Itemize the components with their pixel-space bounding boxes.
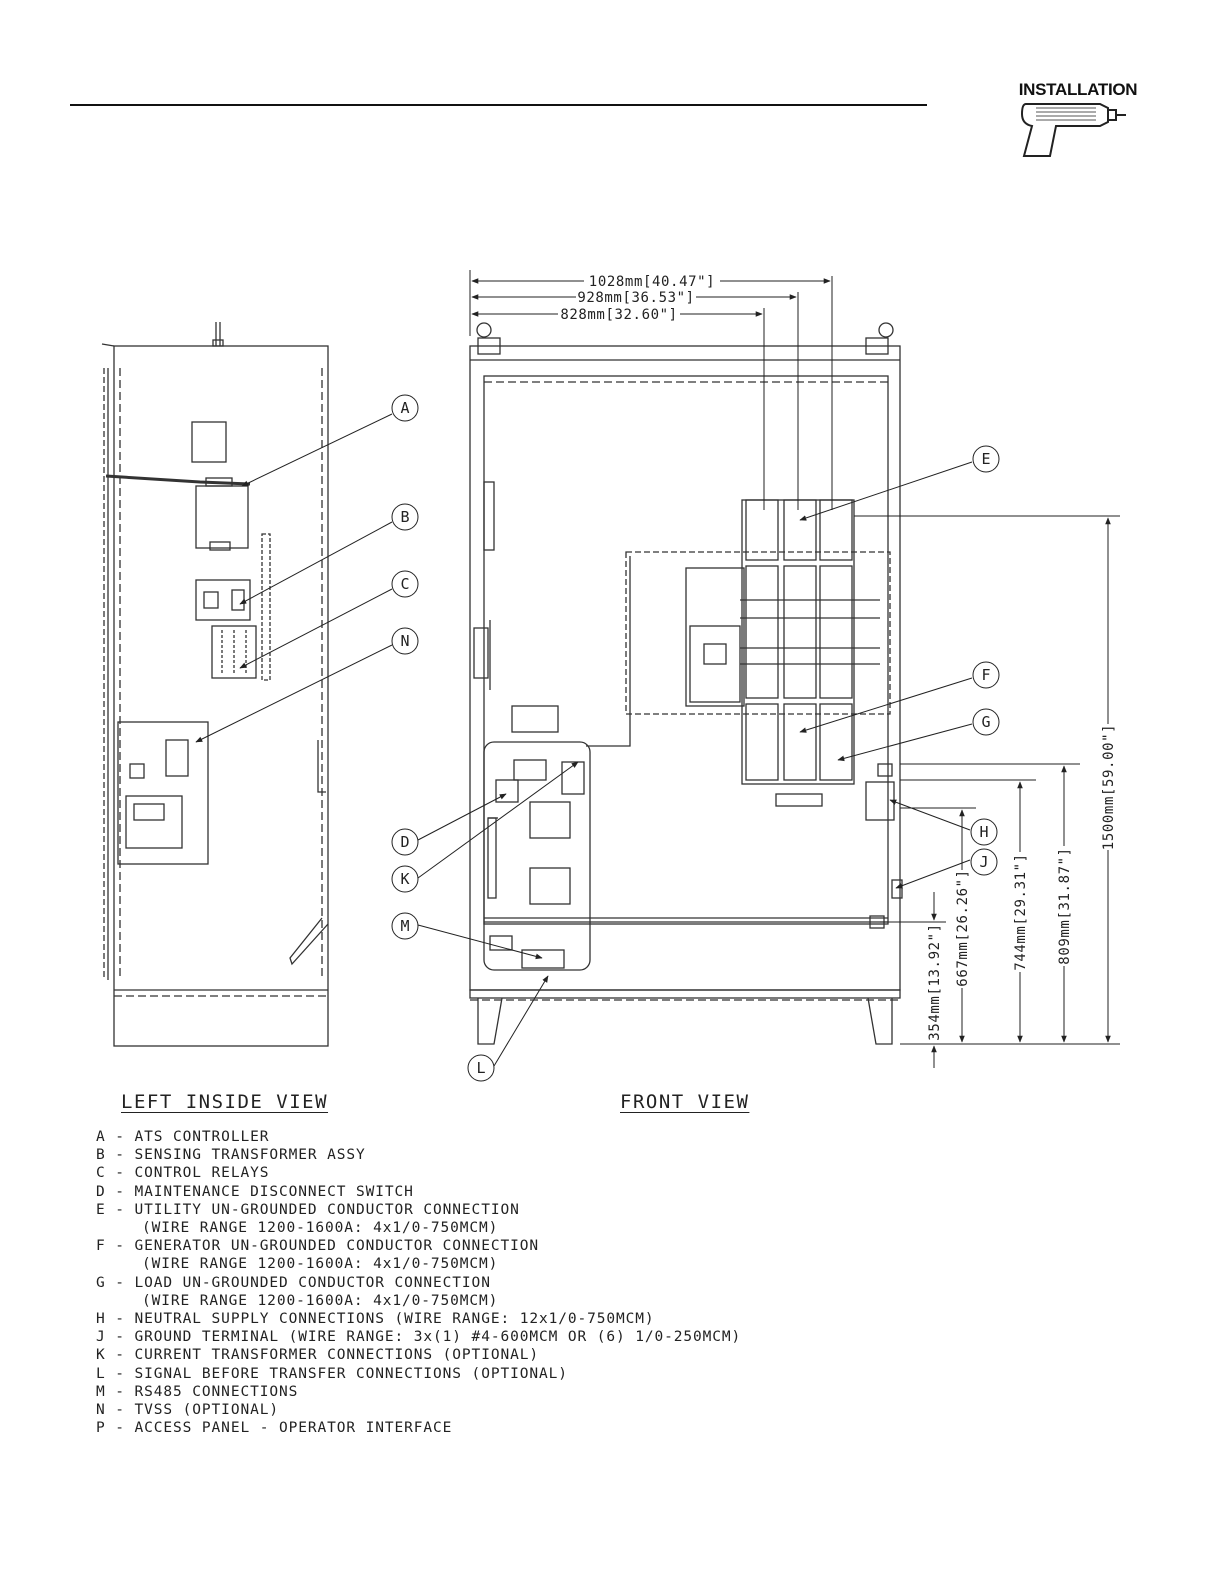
- legend-item-g: G - LOAD UN-GROUNDED CONDUCTOR CONNECTIO…: [96, 1274, 491, 1291]
- legend-item-l: L - SIGNAL BEFORE TRANSFER CONNECTIONS (…: [96, 1365, 568, 1382]
- left-view-title: LEFT INSIDE VIEW: [121, 1091, 329, 1113]
- dimension-lines: [469, 270, 1120, 1068]
- legend-item-e: E - UTILITY UN-GROUNDED CONDUCTOR CONNEC…: [96, 1201, 520, 1218]
- dim-height-744: 744mm[29.31"]: [1013, 853, 1029, 970]
- left-inside-view: [101, 322, 329, 1047]
- legend-item-g-wire-range: (WIRE RANGE 1200-1600A: 4x1/0-750MCM): [142, 1292, 499, 1309]
- callout-c: C: [391, 570, 419, 598]
- legend-item-m: M - RS485 CONNECTIONS: [96, 1383, 299, 1400]
- legend-item-e-wire-range: (WIRE RANGE 1200-1600A: 4x1/0-750MCM): [142, 1220, 499, 1237]
- callout-g: G: [972, 708, 1000, 736]
- callout-e: E: [972, 445, 1000, 473]
- svg-text:F: F: [981, 666, 990, 684]
- drill-icon: [1020, 103, 1126, 157]
- dim-height-809: 809mm[31.87"]: [1057, 847, 1073, 964]
- section-tag: INSTALLATION: [1018, 80, 1138, 99]
- dim-width-828: 828mm[32.60"]: [560, 307, 677, 323]
- svg-text:L: L: [476, 1059, 485, 1077]
- legend-item-j: J - GROUND TERMINAL (WIRE RANGE: 3x(1) #…: [96, 1329, 742, 1346]
- legend-item-f-wire-range: (WIRE RANGE 1200-1600A: 4x1/0-750MCM): [142, 1256, 499, 1273]
- svg-text:H: H: [979, 823, 988, 841]
- callout-leaders: [195, 413, 973, 1067]
- callout-n: N: [391, 627, 419, 655]
- callout-j: J: [970, 848, 998, 876]
- front-view-title: FRONT VIEW: [620, 1091, 750, 1113]
- svg-text:D: D: [400, 833, 409, 851]
- callout-h: H: [970, 818, 998, 846]
- callout-bubbles: A B C N E F G H J D K M L: [391, 394, 1000, 1082]
- front-view: [469, 322, 903, 1045]
- svg-text:B: B: [400, 508, 409, 526]
- callout-d: D: [391, 828, 419, 856]
- dim-height-667: 667mm[26.26"]: [955, 869, 971, 986]
- legend-item-d: D - MAINTENANCE DISCONNECT SWITCH: [96, 1183, 414, 1200]
- legend-item-a: A - ATS CONTROLLER: [96, 1129, 270, 1145]
- svg-text:E: E: [981, 450, 990, 468]
- svg-text:G: G: [981, 713, 990, 731]
- legend-item-n: N - TVSS (OPTIONAL): [96, 1402, 279, 1419]
- legend-item-c: C - CONTROL RELAYS: [96, 1165, 270, 1182]
- callout-l: L: [467, 1054, 495, 1082]
- legend-item-k: K - CURRENT TRANSFORMER CONNECTIONS (OPT…: [96, 1347, 539, 1364]
- dim-width-1028: 1028mm[40.47"]: [589, 274, 715, 290]
- component-legend: A - ATS CONTROLLER B - SENSING TRANSFORM…: [96, 1128, 741, 1437]
- dimension-labels: 1028mm[40.47"] 928mm[36.53"] 828mm[32.60…: [560, 274, 1117, 1041]
- legend-item-p: P - ACCESS PANEL - OPERATOR INTERFACE: [96, 1420, 453, 1437]
- legend-item-b: B - SENSING TRANSFORMER ASSY: [96, 1147, 366, 1164]
- callout-b: B: [391, 503, 419, 531]
- svg-text:J: J: [979, 853, 988, 871]
- header-rule: [70, 104, 927, 106]
- svg-text:M: M: [400, 917, 409, 935]
- svg-text:C: C: [400, 575, 409, 593]
- dim-width-928: 928mm[36.53"]: [577, 290, 694, 306]
- callout-m: M: [391, 912, 419, 940]
- svg-text:K: K: [400, 870, 409, 888]
- callout-f: F: [972, 661, 1000, 689]
- dim-height-354: 354mm[13.92"]: [927, 923, 943, 1040]
- svg-text:A: A: [400, 399, 409, 417]
- legend-item-f: F - GENERATOR UN-GROUNDED CONDUCTOR CONN…: [96, 1238, 539, 1255]
- dim-height-1500: 1500mm[59.00"]: [1101, 724, 1117, 850]
- svg-text:N: N: [400, 632, 409, 650]
- callout-k: K: [391, 865, 419, 893]
- legend-item-h: H - NEUTRAL SUPPLY CONNECTIONS (WIRE RAN…: [96, 1311, 655, 1328]
- callout-a: A: [391, 394, 419, 422]
